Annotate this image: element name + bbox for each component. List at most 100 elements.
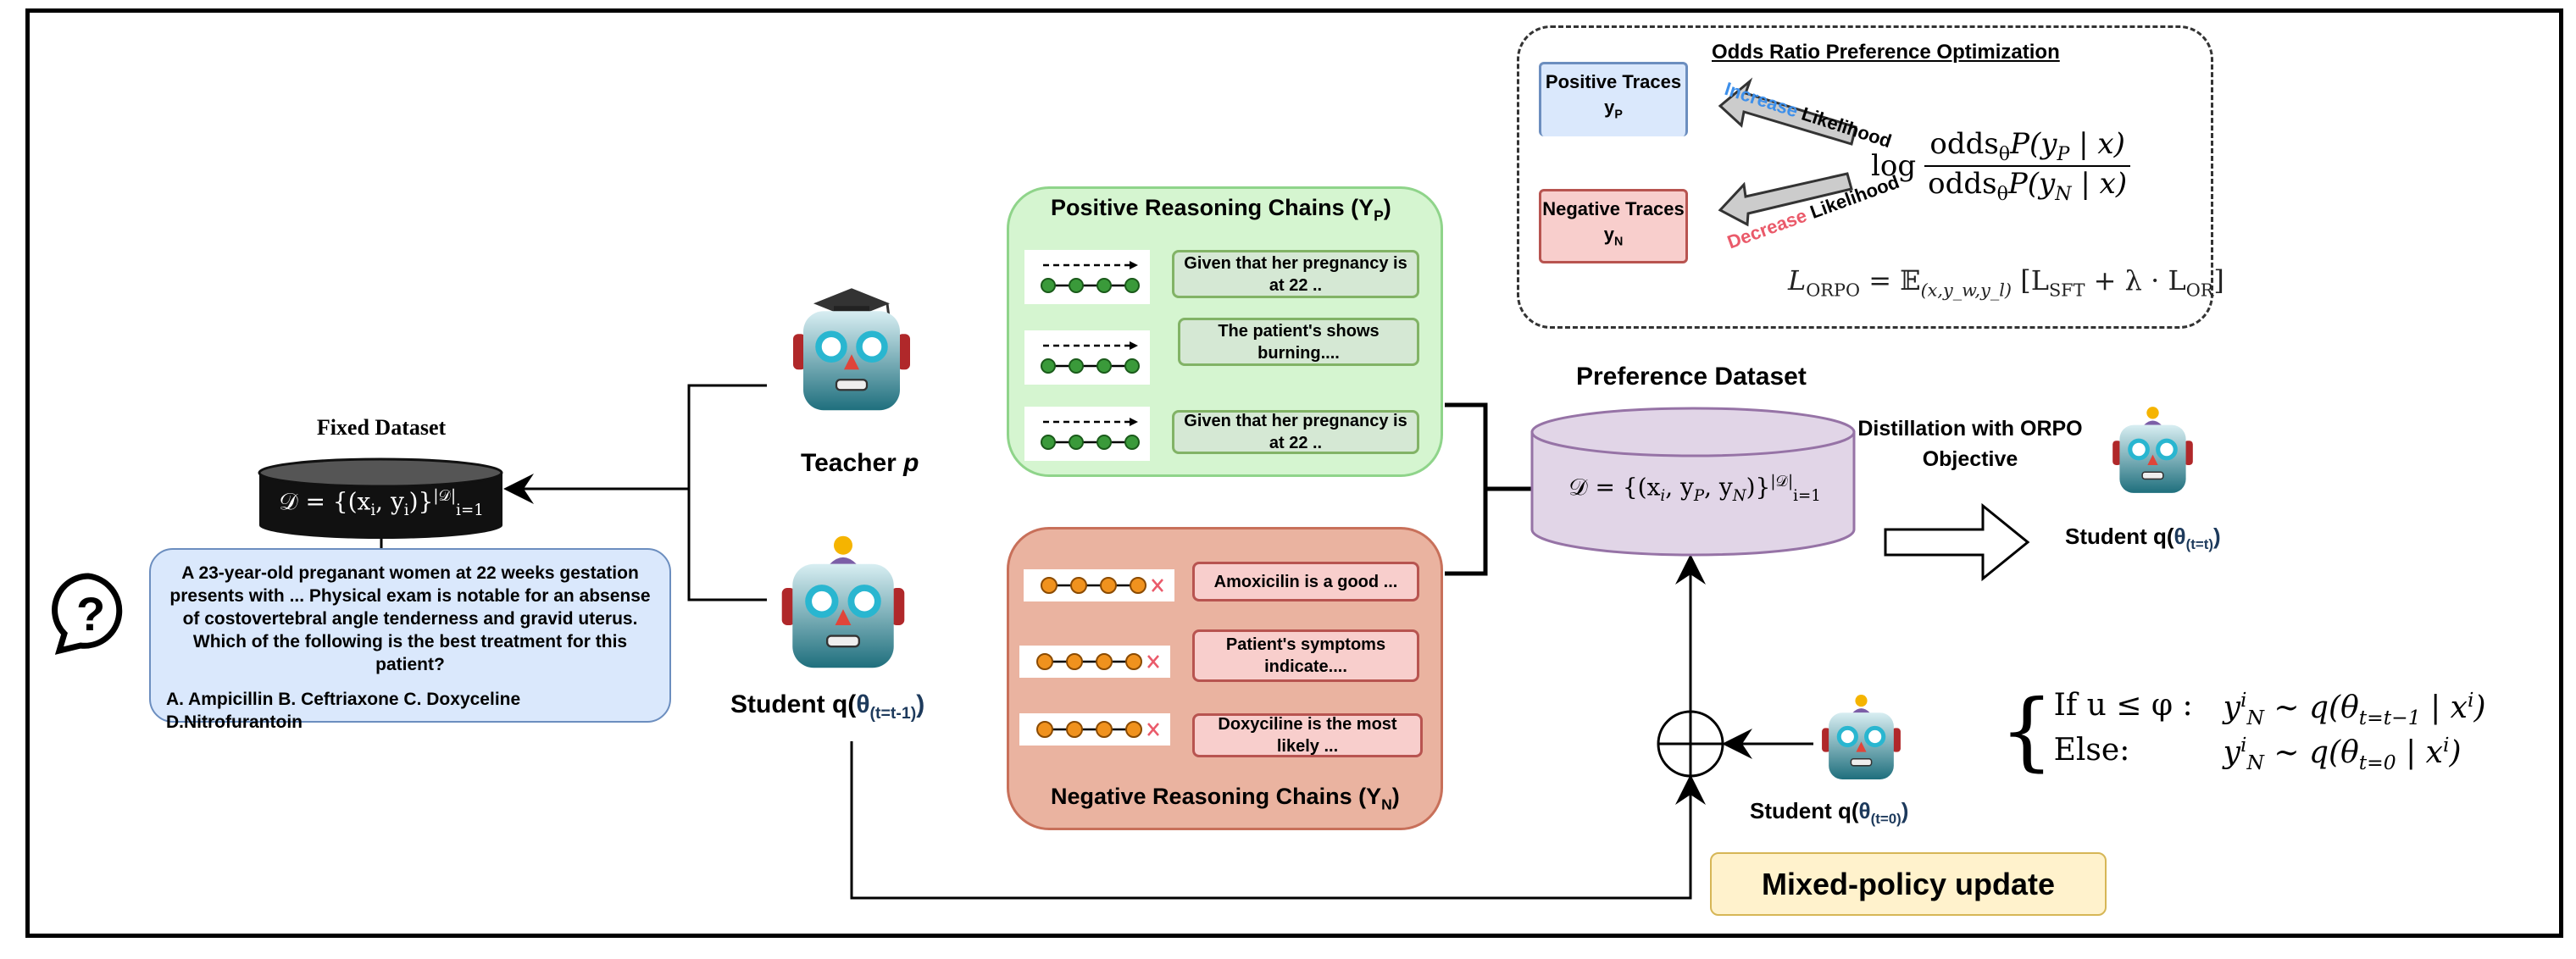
den-sub: N bbox=[2055, 182, 2072, 205]
case2-subn: N bbox=[2246, 751, 2264, 775]
loss-open: [L bbox=[2012, 264, 2049, 297]
question-text: A 23-year-old preganant women at 22 week… bbox=[169, 563, 651, 674]
pd-rest: , y bbox=[1665, 473, 1694, 502]
loss-eq: = 𝔼 bbox=[1860, 264, 1921, 297]
negative-chain-icon bbox=[1019, 646, 1170, 678]
negative-chain-icon bbox=[1019, 713, 1170, 746]
sc-sub: (t=t) bbox=[2185, 536, 2213, 553]
negative-traces-card: Negative Traces yN bbox=[1539, 189, 1688, 263]
case1-cond: If u ≤ φ : bbox=[2053, 688, 2193, 723]
orpo-title: Odds Ratio Preference Optimization bbox=[1712, 41, 2060, 64]
distillation-line1: Distillation with ORPO bbox=[1857, 417, 2083, 441]
pc-close: ) bbox=[1383, 195, 1391, 220]
negative-traces-label: Negative Traces bbox=[1542, 198, 1685, 219]
chains-bracket bbox=[1445, 402, 1531, 576]
si-text: Student q( bbox=[1750, 798, 1859, 823]
case1-y: y bbox=[2223, 690, 2240, 725]
case2-sub: t=0 bbox=[2358, 751, 2396, 775]
teacher-to-dataset-line bbox=[687, 384, 767, 601]
fixed-dataset-cylinder bbox=[258, 457, 503, 540]
case2-sup: i bbox=[2240, 733, 2247, 757]
theta-den: θ bbox=[1996, 182, 2008, 205]
teacher-label: Teacher p bbox=[801, 449, 919, 478]
odds-num: odds bbox=[1929, 127, 1999, 161]
sp-theta: θ bbox=[856, 690, 870, 718]
loss-plus: + λ · L bbox=[2085, 264, 2186, 297]
preference-dataset-title: Preference Dataset bbox=[1576, 363, 1807, 391]
sp-text: Student q( bbox=[730, 690, 857, 718]
decrease-arrow bbox=[1718, 172, 1853, 227]
num-given: | x) bbox=[2069, 127, 2125, 161]
si-sub: (t=0) bbox=[1870, 811, 1901, 828]
positive-symbol: y bbox=[1604, 97, 1615, 118]
student-curr-robot-icon bbox=[2108, 404, 2197, 496]
case2-y: y bbox=[2223, 735, 2240, 771]
fd-i: i bbox=[370, 501, 376, 519]
case1-dist: ~ q(θ bbox=[2263, 690, 2359, 725]
fd-sub: i=1 bbox=[456, 501, 484, 519]
loss-lhs-sub: ORPO bbox=[1806, 280, 1861, 301]
positive-chain-icon bbox=[1024, 330, 1150, 385]
odds-den: odds bbox=[1928, 166, 1997, 201]
case1-tail: | x bbox=[2420, 690, 2468, 725]
num-expr: P(y bbox=[2010, 127, 2057, 161]
nc-close: ) bbox=[1391, 784, 1400, 809]
negative-symbol: y bbox=[1603, 224, 1614, 245]
mixed-policy-label: Mixed-policy update bbox=[1710, 852, 2107, 916]
preference-dataset-cylinder bbox=[1530, 407, 1856, 557]
sp-close: ) bbox=[916, 690, 925, 718]
question-box: A 23-year-old preganant women at 22 week… bbox=[149, 548, 671, 732]
pd-sub: i=1 bbox=[1793, 486, 1821, 505]
positive-chains-title: Positive Reasoning Chains (YP) bbox=[1051, 195, 1391, 225]
loss-eq-sub: (x,y_w,y_l) bbox=[1920, 280, 2012, 301]
fd-formula: 𝒟 = {(x bbox=[279, 487, 371, 516]
positive-traces-card: Positive Traces yP bbox=[1539, 62, 1688, 136]
svg-text:?: ? bbox=[76, 587, 105, 640]
question-bubble-icon: ? bbox=[52, 573, 123, 655]
positive-chain-text: Given that her pregnancy is at 22 .. bbox=[1172, 250, 1419, 298]
student-curr-label: Student q(θ(t=t)) bbox=[2065, 524, 2221, 553]
pc-sub: P bbox=[1374, 207, 1384, 225]
student-prev-label: Student q(θ(t=t-1)) bbox=[730, 690, 924, 723]
num-sub: P bbox=[2057, 142, 2070, 165]
sp-sub: (t=t-1) bbox=[869, 704, 917, 723]
fd-sup: |𝒟| bbox=[433, 487, 457, 505]
sc-theta: θ bbox=[2174, 524, 2186, 549]
negative-chain-text: Amoxicilin is a good ... bbox=[1192, 562, 1419, 601]
den-given: | x) bbox=[2071, 166, 2128, 201]
distillation-label: Distillation with ORPO Objective bbox=[1843, 413, 2097, 474]
fd-end: )} bbox=[408, 487, 434, 516]
distillation-arrow bbox=[1884, 502, 2030, 582]
teacher-text: Teacher bbox=[801, 449, 904, 477]
fixed-dataset-formula: 𝒟 = {(xi, yi)}|𝒟|i=1 bbox=[267, 487, 496, 519]
case2-tail: | x bbox=[2396, 735, 2443, 771]
loss-lhs: L bbox=[1788, 264, 1807, 297]
question-options: A. Ampicillin B. Ceftriaxone C. Doxyceli… bbox=[166, 690, 521, 732]
log-text: log bbox=[1871, 148, 1917, 183]
case1-sup: i bbox=[2240, 688, 2247, 712]
case1-xsup: i bbox=[2467, 688, 2474, 712]
negative-chain-icon bbox=[1024, 569, 1174, 601]
teacher-symbol: p bbox=[903, 449, 919, 477]
positive-chain-text: The patient's shows burning.... bbox=[1178, 318, 1419, 366]
pd-rest2: , y bbox=[1704, 473, 1733, 502]
pd-sup: |𝒟| bbox=[1770, 473, 1794, 491]
sc-text: Student q( bbox=[2065, 524, 2174, 549]
fixed-dataset-title: Fixed Dataset bbox=[316, 415, 447, 440]
orpo-panel bbox=[1517, 25, 2213, 329]
case2-dist: ~ q(θ bbox=[2263, 735, 2359, 771]
teacher-robot-icon bbox=[788, 280, 915, 415]
log-odds-ratio-formula: log oddsθP(yP | x) oddsθP(yN | x) bbox=[1871, 127, 2131, 205]
case2-cond: Else: bbox=[2053, 733, 2130, 768]
fd-mid: , y bbox=[375, 487, 404, 516]
loss-close: ] bbox=[2213, 264, 2224, 297]
outer-frame bbox=[25, 8, 2563, 938]
pc-title: Positive Reasoning Chains (Y bbox=[1051, 195, 1374, 220]
student-prev-robot-icon bbox=[775, 532, 911, 672]
fd-i2: i bbox=[403, 501, 409, 519]
student-init-label: Student q(θ(t=0)) bbox=[1750, 798, 1908, 828]
case1-subn: N bbox=[2246, 706, 2264, 730]
positive-chain-text: Given that her pregnancy is at 22 .. bbox=[1172, 410, 1419, 454]
